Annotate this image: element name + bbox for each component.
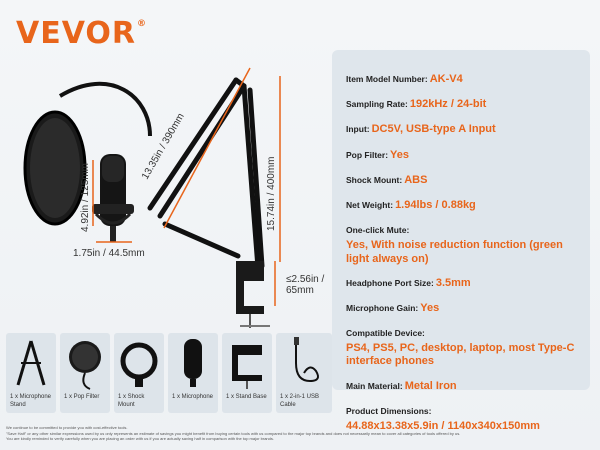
spec-value: 3.5mm bbox=[435, 276, 471, 289]
spec-key: Compatible Device: bbox=[346, 328, 425, 339]
spec-row: Product Dimensions: 44.88x13.38x5.9in / 1… bbox=[346, 400, 578, 433]
stand-base-icon bbox=[222, 333, 272, 391]
spec-key: Shock Mount: bbox=[346, 174, 403, 185]
spec-value: 44.88x13.38x5.9in / 1140x340x150mm bbox=[346, 420, 540, 432]
spec-value: Yes, With noise reduction function (gree… bbox=[346, 239, 563, 265]
package-item: 1 x Shock Mount bbox=[114, 333, 164, 413]
spec-value: ABS bbox=[404, 173, 428, 186]
spec-row: Microphone Gain:Yes bbox=[346, 297, 578, 316]
spec-key: Input: bbox=[346, 124, 370, 135]
package-item: 1 x 2-in-1 USB Cable bbox=[276, 333, 332, 413]
spec-value: 192kHz / 24-bit bbox=[409, 98, 487, 111]
mic-width-label: 1.75in / 44.5mm bbox=[73, 248, 145, 259]
product-illustration: 13.35in / 390mm 15.74in / 400mm 4.92in /… bbox=[0, 56, 330, 331]
package-item: 1 x Microphone bbox=[168, 333, 218, 413]
spec-key: One-click Mute: bbox=[346, 225, 410, 236]
pop-filter-icon bbox=[23, 81, 152, 226]
pop-filter-icon bbox=[60, 333, 110, 391]
spec-row: Pop Filter:Yes bbox=[346, 144, 578, 163]
package-item-label: 1 x Shock Mount bbox=[118, 394, 145, 408]
usb-cable-icon bbox=[276, 333, 326, 391]
desk-clamp-icon bbox=[236, 261, 270, 328]
microphone-icon bbox=[92, 154, 134, 242]
footnote: We continue to be committed to provide y… bbox=[6, 425, 594, 442]
spec-key: Microphone Gain: bbox=[346, 302, 419, 313]
spec-key: Pop Filter: bbox=[346, 149, 389, 160]
spec-key: Main Material: bbox=[346, 380, 403, 391]
shock-mount-icon bbox=[114, 333, 164, 391]
spec-value: Yes bbox=[390, 148, 409, 161]
spec-row: Sampling Rate:192kHz / 24-bit bbox=[346, 93, 578, 112]
package-item-label: 1 x Stand Base bbox=[226, 394, 267, 400]
registered-mark: ® bbox=[137, 19, 148, 29]
brand-name: VEVOR bbox=[16, 16, 137, 51]
package-item-label: 1 x Microphone Stand bbox=[10, 394, 52, 408]
spec-value: Metal Iron bbox=[404, 379, 457, 392]
footnote-line: We continue to be committed to provide y… bbox=[6, 425, 128, 430]
mic-stand-drawing bbox=[23, 67, 281, 328]
package-item: 1 x Pop Filter bbox=[60, 333, 110, 413]
brand-logo: VEVOR® bbox=[16, 16, 147, 51]
spec-row: One-click Mute: Yes, With noise reduction… bbox=[346, 219, 578, 266]
arm-height-label: 15.74in / 400mm bbox=[266, 156, 277, 232]
spec-value: PS4, PS5, PC, desktop, laptop, most Type… bbox=[346, 342, 575, 368]
spec-value: DC5V, USB-type A Input bbox=[371, 123, 496, 136]
dimension-lines bbox=[92, 67, 281, 306]
spec-value: AK-V4 bbox=[429, 73, 463, 85]
spec-row: Shock Mount:ABS bbox=[346, 169, 578, 188]
footnote-line: "Save Half" or any other similar express… bbox=[6, 430, 461, 436]
microphone-icon bbox=[168, 333, 218, 391]
package-item-label: 1 x Pop Filter bbox=[64, 394, 100, 400]
package-item: 1 x Microphone Stand bbox=[6, 333, 56, 413]
spec-row: Net Weight:1.94lbs / 0.88kg bbox=[346, 194, 578, 213]
spec-key: Headphone Port Size: bbox=[346, 277, 434, 288]
footnote-line: You are kindly reminded to verify carefu… bbox=[6, 436, 274, 441]
package-contents: 1 x Microphone Stand 1 x Pop Filter 1 x Sh… bbox=[6, 333, 332, 417]
package-item-label: 1 x 2-in-1 USB Cable bbox=[280, 394, 320, 408]
spec-row: Main Material:Metal Iron bbox=[346, 375, 578, 394]
clamp-opening-label: ≤2.56in / 65mm bbox=[286, 274, 325, 296]
spec-row: Input:DC5V, USB-type A Input bbox=[346, 118, 578, 137]
stand-icon bbox=[6, 333, 56, 391]
spec-key: Sampling Rate: bbox=[346, 99, 408, 110]
spec-key: Product Dimensions: bbox=[346, 405, 432, 416]
spec-value: Yes bbox=[420, 301, 440, 314]
boom-arm-icon bbox=[147, 77, 265, 271]
spec-key: Item Model Number: bbox=[346, 74, 428, 84]
spec-row: Item Model Number:AK-V4 bbox=[346, 68, 578, 87]
package-item-label: 1 x Microphone bbox=[172, 394, 214, 400]
spec-value: 1.94lbs / 0.88kg bbox=[395, 198, 476, 211]
spec-row: Headphone Port Size:3.5mm bbox=[346, 272, 578, 291]
package-item: 1 x Stand Base bbox=[222, 333, 272, 413]
spec-key: Net Weight: bbox=[346, 199, 394, 210]
spec-row: Compatible Device: PS4, PS5, PC, desktop,… bbox=[346, 322, 578, 369]
mic-height-label: 4.92in / 125mm bbox=[80, 163, 91, 232]
